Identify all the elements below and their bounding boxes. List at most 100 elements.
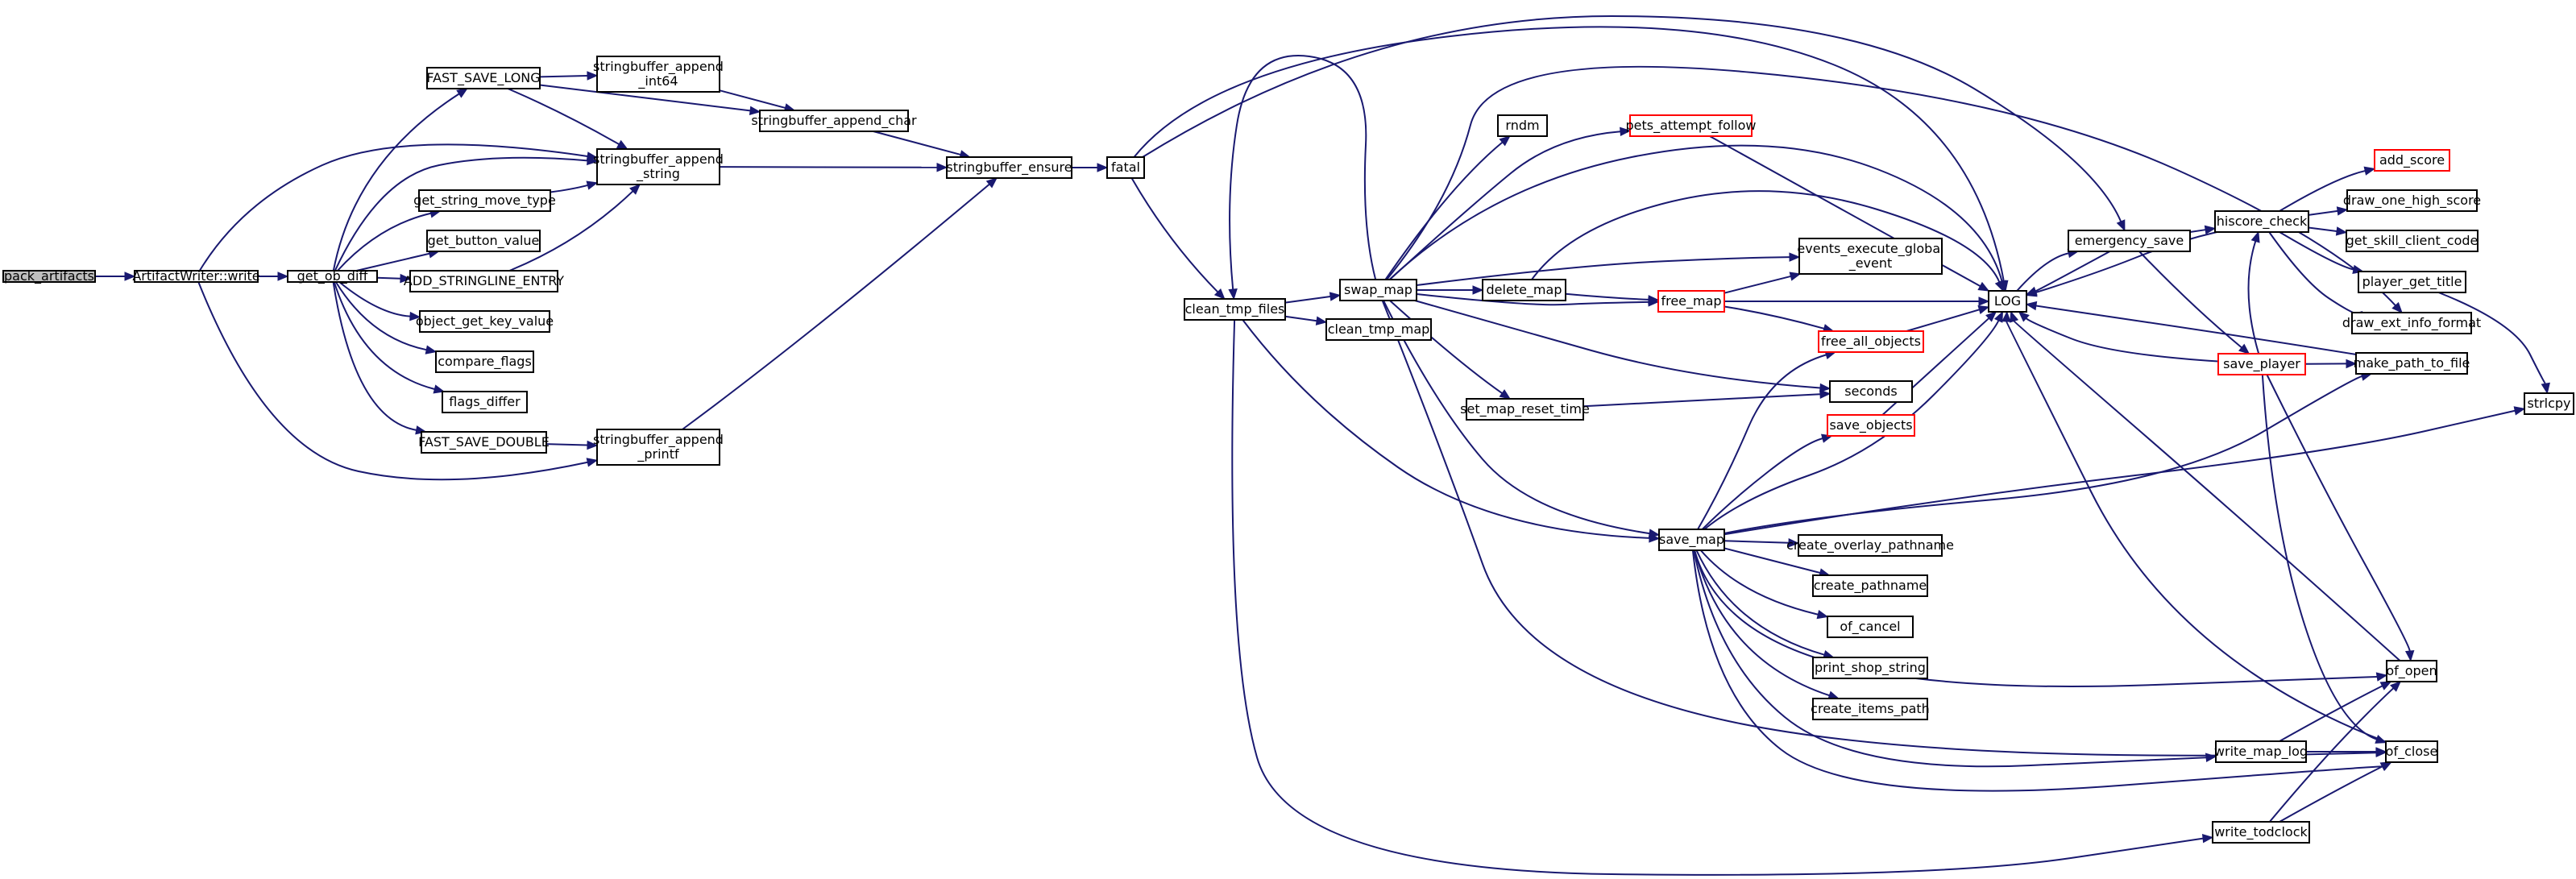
node-box [134,270,259,283]
node-get_ob_diff[interactable]: get_ob_diff [287,268,378,284]
node-sb_append_int64[interactable]: stringbuffer_append_int64 [593,56,724,93]
node-box [1798,534,1943,557]
node-save_player[interactable]: save_player [2217,353,2306,375]
node-box [1988,290,2027,313]
node-strlcpy[interactable]: strlcpy [2524,392,2574,415]
node-object_get_key_value[interactable]: object_get_key_value [416,310,554,333]
node-free_all_objects[interactable]: free_all_objects [1818,330,1924,353]
node-pets_attempt_follow[interactable]: pets_attempt_follow [1625,114,1757,137]
edge-swap_map-to-rndm [1384,135,1511,280]
edge-hiscore_check-to-draw_one_high_score [2308,206,2349,216]
node-label: rndm [1505,118,1539,133]
node-label: get_ob_diff [297,268,369,284]
node-box [418,189,551,212]
edge-get_ob_diff-to-FAST_SAVE_LONG [332,88,468,272]
edge-save_map-to-of_open [1694,549,2388,687]
node-of_close[interactable]: of_close [2385,740,2438,763]
node-write_todclock[interactable]: write_todclock [2212,821,2310,844]
node-box [1812,698,1928,720]
edge-get_ob_diff-to-sb_append_string [334,155,599,272]
node-label: create_pathname [1814,578,1927,594]
node-create_overlay_pathname[interactable]: create_overlay_pathname [1786,534,1954,557]
node-label: draw_one_high_score [2343,193,2481,209]
node-box [426,230,541,252]
node-ArtifactWriter_write[interactable]: ArtifactWriter::write [132,268,259,284]
node-player_get_title[interactable]: player_get_title [2358,271,2466,293]
edge-delete_map-to-free_map [1565,292,1660,305]
node-write_map_log[interactable]: write_map_log [2214,740,2308,763]
node-label: get_button_value [428,233,540,249]
node-save_objects[interactable]: save_objects [1827,414,1915,437]
node-FAST_SAVE_DOUBLE[interactable]: FAST_SAVE_DOUBLE [418,431,550,454]
node-print_shop_string[interactable]: print_shop_string [1812,657,1928,679]
node-label: events_execute_global [1797,241,1943,257]
node-get_string_move_type[interactable]: get_string_move_type [413,189,556,212]
node-ADD_STRINGLINE_ENTRY[interactable]: ADD_STRINGLINE_ENTRY [404,270,564,292]
node-box [2355,352,2468,375]
node-box [1184,298,1286,321]
node-box [1812,574,1928,597]
edge-save_map-to-save_objects [1701,433,1833,530]
node-box [759,110,909,132]
node-events_execute_global_event[interactable]: events_execute_global_event [1797,238,1944,275]
edge-emergency_save-to-hiscore_check [2189,225,2217,234]
node-get_skill_client_code[interactable]: get_skill_client_code [2346,230,2479,252]
node-flags_differ[interactable]: flags_differ [442,391,528,413]
node-delete_map[interactable]: delete_map [1482,279,1566,301]
edge-get_ob_diff-to-get_string_move_type [337,209,442,272]
node-label: stringbuffer_append [593,59,724,75]
node-label: fatal [1111,160,1140,175]
node-box [409,270,558,292]
edge-get_ob_diff-to-ADD_STRINGLINE_ENTRY [376,273,412,284]
node-box [1325,318,1432,341]
node-draw_one_high_score[interactable]: draw_one_high_score [2343,189,2481,212]
node-create_pathname[interactable]: create_pathname [1812,574,1928,597]
node-create_items_path[interactable]: create_items_path [1811,698,1930,720]
node-free_map[interactable]: free_map [1657,290,1725,313]
node-label: print_shop_string [1815,660,1926,676]
node-fatal[interactable]: fatal [1106,156,1145,179]
node-LOG[interactable]: LOG [1988,290,2027,313]
node-of_cancel[interactable]: of_cancel [1827,616,1914,638]
node-save_map[interactable]: save_map [1658,529,1725,551]
edge-FAST_SAVE_LONG-to-sb_append_string [507,88,628,150]
node-swap_map[interactable]: swap_map [1339,279,1417,301]
node-box [1466,398,1584,421]
node-of_open[interactable]: of_open [2386,660,2437,682]
node-seconds[interactable]: seconds [1829,380,1913,403]
node-sb_append_printf[interactable]: stringbuffer_append_printf [593,429,724,466]
node-label: strlcpy [2527,396,2570,411]
node-add_score[interactable]: add_score [2374,149,2450,172]
edge-save_map-to-write_map_log [1693,549,2217,768]
node-label: _int64 [637,73,678,89]
node-compare_flags[interactable]: compare_flags [435,350,534,373]
node-draw_ext_info_format[interactable]: draw_ext_info_format [2342,312,2481,334]
node-label: FAST_SAVE_LONG [426,70,540,86]
node-label: swap_map [1344,282,1412,298]
edge-swap_map-to-delete_map [1417,285,1484,295]
node-emergency_save[interactable]: emergency_save [2068,230,2191,252]
node-FAST_SAVE_LONG[interactable]: FAST_SAVE_LONG [426,67,541,89]
node-label: pack_artifacts [4,268,94,284]
node-clean_tmp_files[interactable]: clean_tmp_files [1184,298,1286,321]
node-hiscore_check[interactable]: hiscore_check [2214,210,2309,233]
edge-save_player-to-LOG [2018,311,2219,363]
node-rndm[interactable]: rndm [1497,114,1548,137]
node-set_map_reset_time[interactable]: set_map_reset_time [1460,398,1590,421]
node-label: write_todclock [2214,824,2308,840]
edge-save_player-to-of_open [2266,374,2415,662]
node-get_button_value[interactable]: get_button_value [426,230,541,252]
edge-clean_tmp_files-to-clean_tmp_map [1284,315,1328,325]
edges-layer [95,15,2550,876]
node-label: compare_flags [438,354,532,370]
node-make_path_to_file[interactable]: make_path_to_file [2354,352,2470,375]
node-label: _string [636,166,680,182]
node-sb_ensure[interactable]: stringbuffer_ensure [946,156,1072,179]
edge-write_todclock-to-of_open [2269,681,2402,823]
node-clean_tmp_map[interactable]: clean_tmp_map [1325,318,1432,341]
node-box [596,429,720,466]
edge-swap_map-to-seconds [1414,300,1831,393]
node-sb_append_string[interactable]: stringbuffer_append_string [593,148,724,185]
node-sb_append_char[interactable]: stringbuffer_append_char [751,110,917,132]
